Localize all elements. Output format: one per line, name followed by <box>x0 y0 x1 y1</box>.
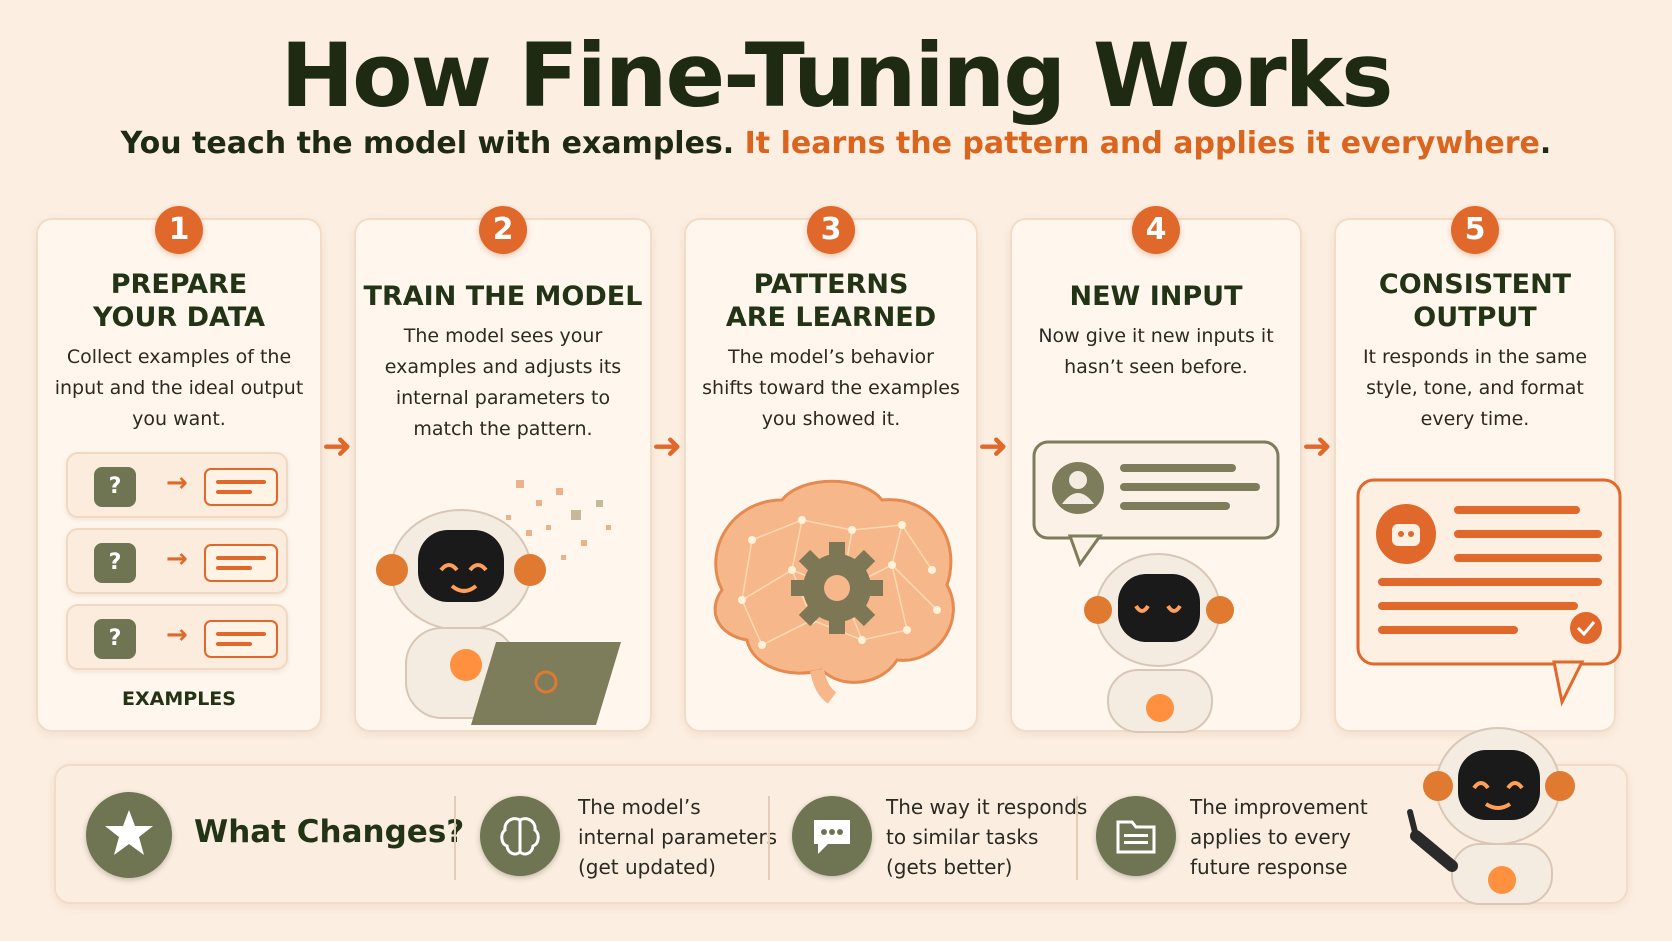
example-row: ? → <box>66 604 288 670</box>
step-number: 2 <box>479 206 527 254</box>
step-number: 1 <box>155 206 203 254</box>
change-text-line: (get updated) <box>578 855 716 879</box>
step-title: NEW INPUT <box>1069 281 1243 312</box>
step-description: Now give it new inputs it hasn’t seen be… <box>1038 325 1274 378</box>
step-title-line2: YOUR DATA <box>92 302 266 333</box>
step-title: PATTERNS ARE LEARNED <box>686 268 976 334</box>
step-arrow-icon: ➜ <box>978 426 1009 467</box>
step-title-line2: ARE LEARNED <box>725 302 937 333</box>
change-item-parameters: The model’s internal parameters (get upd… <box>578 792 777 882</box>
step-arrow-icon: ➜ <box>1302 426 1333 467</box>
brain-icon <box>480 796 560 876</box>
robot-pointing-illustration <box>1407 727 1575 905</box>
divider <box>768 796 770 880</box>
input-message-bubble <box>1032 440 1280 568</box>
robot-laptop-illustration <box>376 480 621 725</box>
output-icon <box>204 620 278 658</box>
step-card-prepare-data: 1 PREPARE YOUR DATA Collect examples of … <box>36 206 322 732</box>
output-icon <box>204 544 278 582</box>
question-icon: ? <box>94 543 136 583</box>
subtitle-part2: It learns the pattern and applies it eve… <box>744 126 1540 161</box>
brain-gear-illustration <box>713 479 955 704</box>
robot-input-illustration <box>1032 440 1280 733</box>
what-changes-panel: What Changes? The model’s internal param… <box>54 764 1628 904</box>
chat-bubble-icon <box>792 796 872 876</box>
question-icon: ? <box>94 467 136 507</box>
step-number: 3 <box>807 206 855 254</box>
change-item-responses: The way it responds to similar tasks (ge… <box>886 792 1087 882</box>
step-card-patterns-learned: 3 PATTERNS ARE LEARNED The model’s behav… <box>684 206 978 732</box>
examples-label: EXAMPLES <box>122 688 236 710</box>
step-card-new-input: 4 NEW INPUT Now give it new inputs it ha… <box>1010 206 1302 733</box>
arrow-right-icon: → <box>166 544 188 574</box>
star-icon <box>86 792 172 878</box>
step-title: TRAIN THE MODEL <box>363 281 643 312</box>
step-title: CONSISTENT OUTPUT <box>1336 268 1614 334</box>
divider <box>1076 796 1078 880</box>
step-card-consistent-output: 5 CONSISTENT OUTPUT It responds in the s… <box>1334 206 1622 732</box>
step-description: The model sees your examples and adjusts… <box>384 325 622 440</box>
change-text-line: to similar tasks <box>886 825 1039 849</box>
change-text-line: The way it responds <box>886 795 1088 819</box>
change-text-line: applies to every <box>1190 825 1351 849</box>
step-description: Collect examples of the input and the id… <box>54 346 304 430</box>
gear-icon <box>791 542 883 634</box>
subtitle-part1: You teach the model with examples. <box>120 126 735 161</box>
question-icon: ? <box>94 619 136 659</box>
output-message-bubble <box>1356 478 1622 707</box>
step-title: PREPARE YOUR DATA <box>38 268 320 334</box>
subtitle-period: . <box>1539 126 1552 161</box>
data-particles <box>506 480 611 569</box>
change-item-future: The improvement applies to every future … <box>1190 792 1368 882</box>
output-icon <box>204 468 278 506</box>
example-row: ? → <box>66 452 288 518</box>
step-card-train-model: 2 TRAIN THE MODEL The model sees your ex… <box>354 206 652 732</box>
step-title-line1: PREPARE <box>110 269 248 300</box>
step-description: It responds in the same style, tone, and… <box>1362 346 1588 430</box>
page-title: How Fine-Tuning Works <box>280 24 1393 127</box>
arrow-right-icon: → <box>166 620 188 650</box>
step-title-line1: CONSISTENT <box>1378 269 1572 300</box>
divider <box>454 796 456 880</box>
step-title-line1: PATTERNS <box>753 269 909 300</box>
change-text-line: The model’s <box>578 795 701 819</box>
step-arrow-icon: ➜ <box>652 426 683 467</box>
change-text-line: The improvement <box>1190 795 1368 819</box>
example-row: ? → <box>66 528 288 594</box>
step-arrow-icon: ➜ <box>322 426 353 467</box>
arrow-right-icon: → <box>166 468 188 498</box>
change-text-line: (gets better) <box>886 855 1013 879</box>
step-title-line2: OUTPUT <box>1413 302 1537 333</box>
what-changes-heading: What Changes? <box>194 814 465 850</box>
step-description: The model’s behavior shifts toward the e… <box>702 346 960 430</box>
step-number: 4 <box>1132 206 1180 254</box>
change-text-line: future response <box>1190 855 1348 879</box>
step-number: 5 <box>1451 206 1499 254</box>
page-subtitle: You teach the model with examples. It le… <box>0 126 1672 161</box>
change-text-line: internal parameters <box>578 825 778 849</box>
folder-icon <box>1096 796 1176 876</box>
